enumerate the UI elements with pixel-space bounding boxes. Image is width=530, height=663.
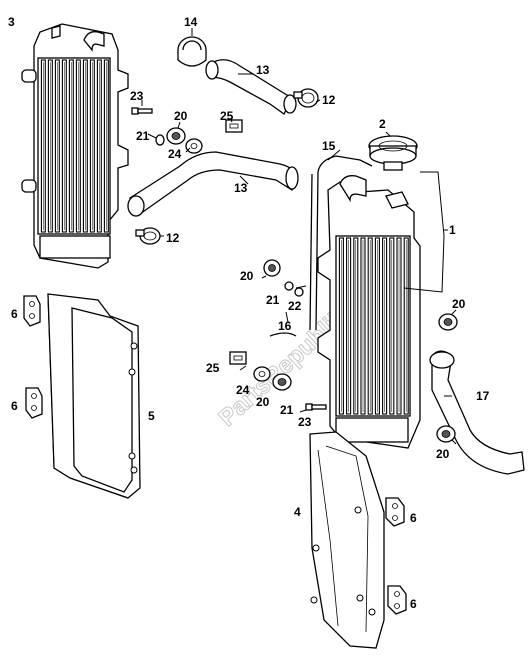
radiator-guard-5 (47, 293, 141, 499)
screw-23-right (305, 403, 327, 411)
label-12b: 12 (166, 231, 180, 245)
label-4: 4 (294, 505, 301, 519)
clip-25-left (225, 119, 243, 133)
grommet-20-right-a (263, 259, 281, 277)
label-17: 17 (476, 389, 490, 403)
hose-13-upper (205, 59, 297, 115)
washer-21-right (284, 281, 294, 291)
left-radiator (21, 23, 129, 269)
label-25b: 25 (206, 361, 220, 375)
spring-clip-16 (269, 332, 297, 337)
label-2: 2 (379, 117, 386, 131)
label-20e: 20 (436, 447, 450, 461)
label-20b: 20 (240, 269, 254, 283)
label-13a: 13 (256, 63, 270, 77)
label-24a: 24 (168, 147, 182, 161)
guard-rivet (130, 342, 138, 350)
right-radiator-core (338, 237, 409, 415)
grommet-20-right-b (272, 373, 292, 391)
label-23a: 23 (130, 89, 144, 103)
label-6b: 6 (11, 399, 18, 413)
label-15: 15 (322, 139, 336, 153)
clip-25-right (229, 351, 247, 365)
bracket-6-b (25, 387, 43, 419)
label-22: 22 (288, 299, 302, 313)
guard-rivet (310, 596, 318, 604)
guard-rivet (130, 466, 138, 474)
label-20c: 20 (452, 297, 466, 311)
label-20d: 20 (256, 395, 270, 409)
label-21c: 21 (280, 403, 294, 417)
label-23b: 23 (298, 415, 312, 429)
left-radiator-core (40, 59, 109, 233)
bushing-24-right (253, 366, 271, 382)
bushing-24-left (185, 138, 203, 154)
guard-rivet (128, 452, 136, 460)
bracket-6-c (385, 497, 405, 527)
hose-17 (429, 350, 525, 475)
label-1: 1 (449, 223, 456, 237)
label-25a: 25 (220, 109, 234, 123)
label-12a: 12 (322, 93, 336, 107)
bracket-6-d (387, 585, 407, 615)
guard-rivet (312, 544, 320, 552)
label-3: 3 (8, 15, 15, 29)
hose-13-lower (127, 151, 299, 217)
label-24b: 24 (236, 383, 250, 397)
guard-rivet (354, 506, 362, 514)
label-6c: 6 (410, 511, 417, 525)
hose-clamp-12-bottom (135, 227, 161, 245)
bracket-6-a (23, 295, 41, 327)
screw-23-left (131, 107, 153, 115)
hose-cap-14 (177, 36, 207, 67)
label-16: 16 (278, 319, 292, 333)
grommet-20-left (166, 127, 186, 145)
label-6d: 6 (410, 597, 417, 611)
label-21b: 21 (266, 293, 280, 307)
label-21a: 21 (136, 129, 150, 143)
washer-21-left (155, 134, 165, 146)
label-14: 14 (184, 15, 198, 29)
label-5: 5 (148, 409, 155, 423)
radiator-cap (368, 135, 418, 171)
leader-lines (141, 28, 457, 445)
guard-rivet (368, 608, 376, 616)
label-6a: 6 (11, 307, 18, 321)
washer-22-right (294, 287, 304, 297)
grommet-20-side-bottom (436, 425, 456, 443)
label-20a: 20 (174, 109, 188, 123)
label-13b: 13 (234, 181, 248, 195)
guard-rivet (356, 594, 364, 602)
hose-clamp-12-top (293, 88, 319, 108)
radiator-guard-4 (309, 431, 385, 649)
grommet-20-side-top (438, 313, 458, 331)
right-radiator (317, 175, 421, 449)
guard-rivet (128, 368, 136, 376)
